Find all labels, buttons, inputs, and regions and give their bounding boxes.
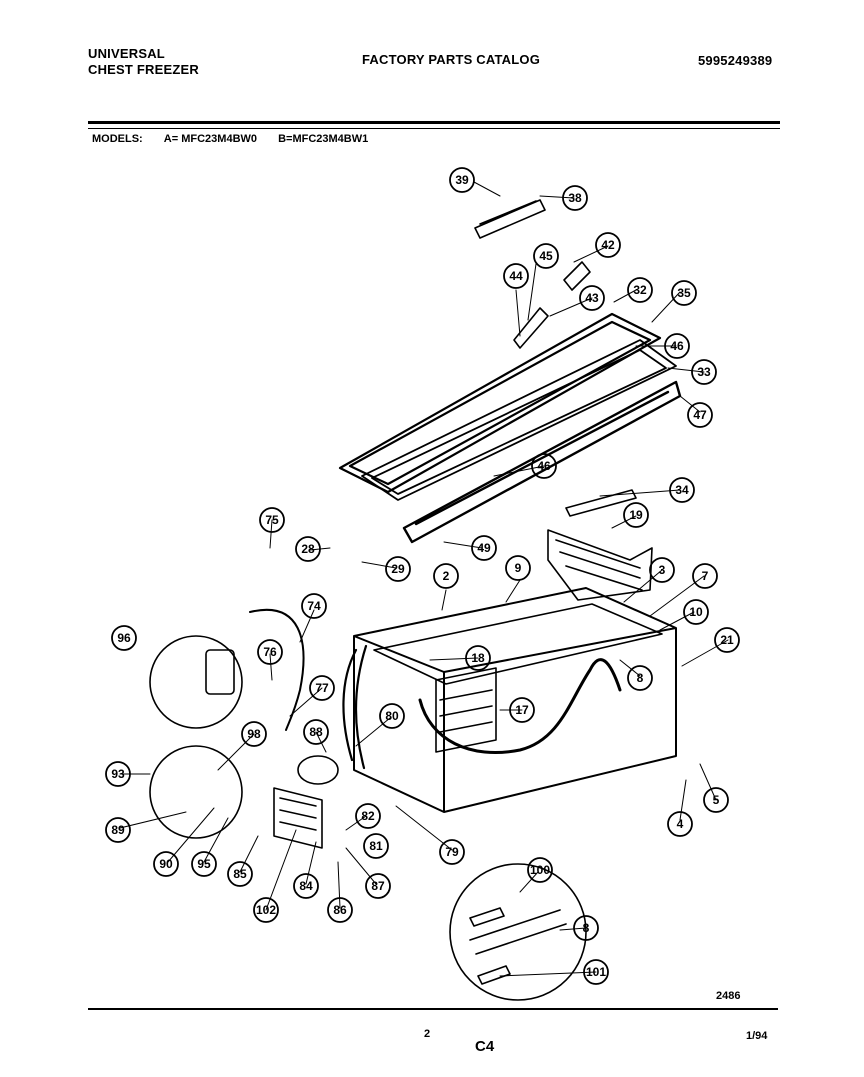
callout-label: 21 <box>720 633 734 647</box>
callout-label: 101 <box>586 965 606 979</box>
basket-shape <box>547 529 653 601</box>
condenser-tubing-shape <box>342 644 368 770</box>
trim-strip-shape <box>469 907 567 985</box>
callout-label: 42 <box>601 238 615 252</box>
callout-label: 19 <box>629 508 643 522</box>
drawing-code: 2486 <box>716 990 741 1002</box>
callout-label: 44 <box>509 269 523 283</box>
callout-label: 90 <box>159 857 173 871</box>
callout-label: 9 <box>515 561 522 575</box>
catalog-number: 5995249389 <box>698 53 773 68</box>
footer-rule <box>88 1008 778 1010</box>
callout-label: 89 <box>111 823 125 837</box>
callout-label: 45 <box>539 249 553 263</box>
callout-label: 79 <box>445 845 459 859</box>
callout-label: 84 <box>299 879 313 893</box>
callout-label: 88 <box>309 725 323 739</box>
callout-label: 7 <box>702 569 709 583</box>
callout-label: 2 <box>443 569 450 583</box>
callout-label: 4 <box>677 817 684 831</box>
model-a: A= MFC23M4BW0 <box>163 133 258 145</box>
callout-label: 87 <box>371 879 385 893</box>
lid-handle-shape <box>474 199 546 239</box>
callout-label: 95 <box>197 857 211 871</box>
lid-outer-shape <box>338 312 662 494</box>
callout-label: 8 <box>637 671 644 685</box>
hinge-plate-shape <box>563 261 591 291</box>
callout-label: 82 <box>361 809 375 823</box>
hinge-arm-shape <box>513 307 549 349</box>
callout-label: 10 <box>689 605 703 619</box>
callout-label: 32 <box>633 283 647 297</box>
callout-label: 43 <box>585 291 599 305</box>
callout-label: 46 <box>670 339 684 353</box>
callout-label: 38 <box>568 191 582 205</box>
evaporator-panel-shape <box>435 667 497 753</box>
callout-label: 100 <box>530 863 550 877</box>
callout-label: 96 <box>117 631 131 645</box>
callout-label: 93 <box>111 767 125 781</box>
callout-label: 3 <box>659 563 666 577</box>
detail-circle-thermostat <box>149 635 243 729</box>
catalog-title: FACTORY PARTS CATALOG <box>362 52 541 67</box>
callout-label: 5 <box>713 793 720 807</box>
models-line: MODELS: A= MFC23M4BW0 B=MFC23M4BW1 <box>92 133 386 145</box>
model-b: B=MFC23M4BW1 <box>278 133 369 145</box>
callout-label: 98 <box>247 727 261 741</box>
lid-liner-shape <box>361 339 677 501</box>
callout-label: 29 <box>391 562 405 576</box>
callout-label: 17 <box>515 703 529 717</box>
callout-label: 28 <box>301 542 315 556</box>
callout-label: 77 <box>315 681 329 695</box>
detail-circle-trim <box>449 863 587 1001</box>
relay-panel-shape <box>273 787 323 849</box>
brand-line2: CHEST FREEZER <box>88 62 199 77</box>
section-code: C4 <box>475 1038 495 1055</box>
brand-line1: UNIVERSAL <box>88 46 165 61</box>
callout-label: 18 <box>471 651 485 665</box>
divider-shape <box>565 489 637 517</box>
brand-block: UNIVERSAL CHEST FREEZER <box>88 46 199 78</box>
thermostat-box-shape <box>205 649 235 695</box>
callout-label: 102 <box>256 903 276 917</box>
callout-label: 35 <box>677 286 691 300</box>
models-label: MODELS: <box>92 133 143 145</box>
cabinet-liner-shape <box>373 603 663 685</box>
callout-label: 34 <box>675 483 689 497</box>
callout-label: 46 <box>537 459 551 473</box>
evaporator-coil-shape <box>418 658 622 755</box>
callout-label: 74 <box>307 599 321 613</box>
detail-circle-controls <box>149 745 243 839</box>
callout-label: 85 <box>233 867 247 881</box>
callout-label: 39 <box>455 173 469 187</box>
callout-label: 49 <box>477 541 491 555</box>
page-number: 2 <box>424 1028 431 1040</box>
header-rule-thin <box>88 128 780 129</box>
callout-label: 8 <box>583 921 590 935</box>
callout-label: 76 <box>263 645 277 659</box>
header-rule-thick <box>88 121 780 124</box>
compressor-shape <box>297 755 339 785</box>
callout-label: 47 <box>693 408 707 422</box>
callout-label: 86 <box>333 903 347 917</box>
power-cord-shape <box>249 609 305 731</box>
revision-date: 1/94 <box>746 1030 768 1042</box>
callout-label: 80 <box>385 709 399 723</box>
callout-label: 81 <box>369 839 383 853</box>
callout-label: 75 <box>265 513 279 527</box>
callout-label: 33 <box>697 365 711 379</box>
